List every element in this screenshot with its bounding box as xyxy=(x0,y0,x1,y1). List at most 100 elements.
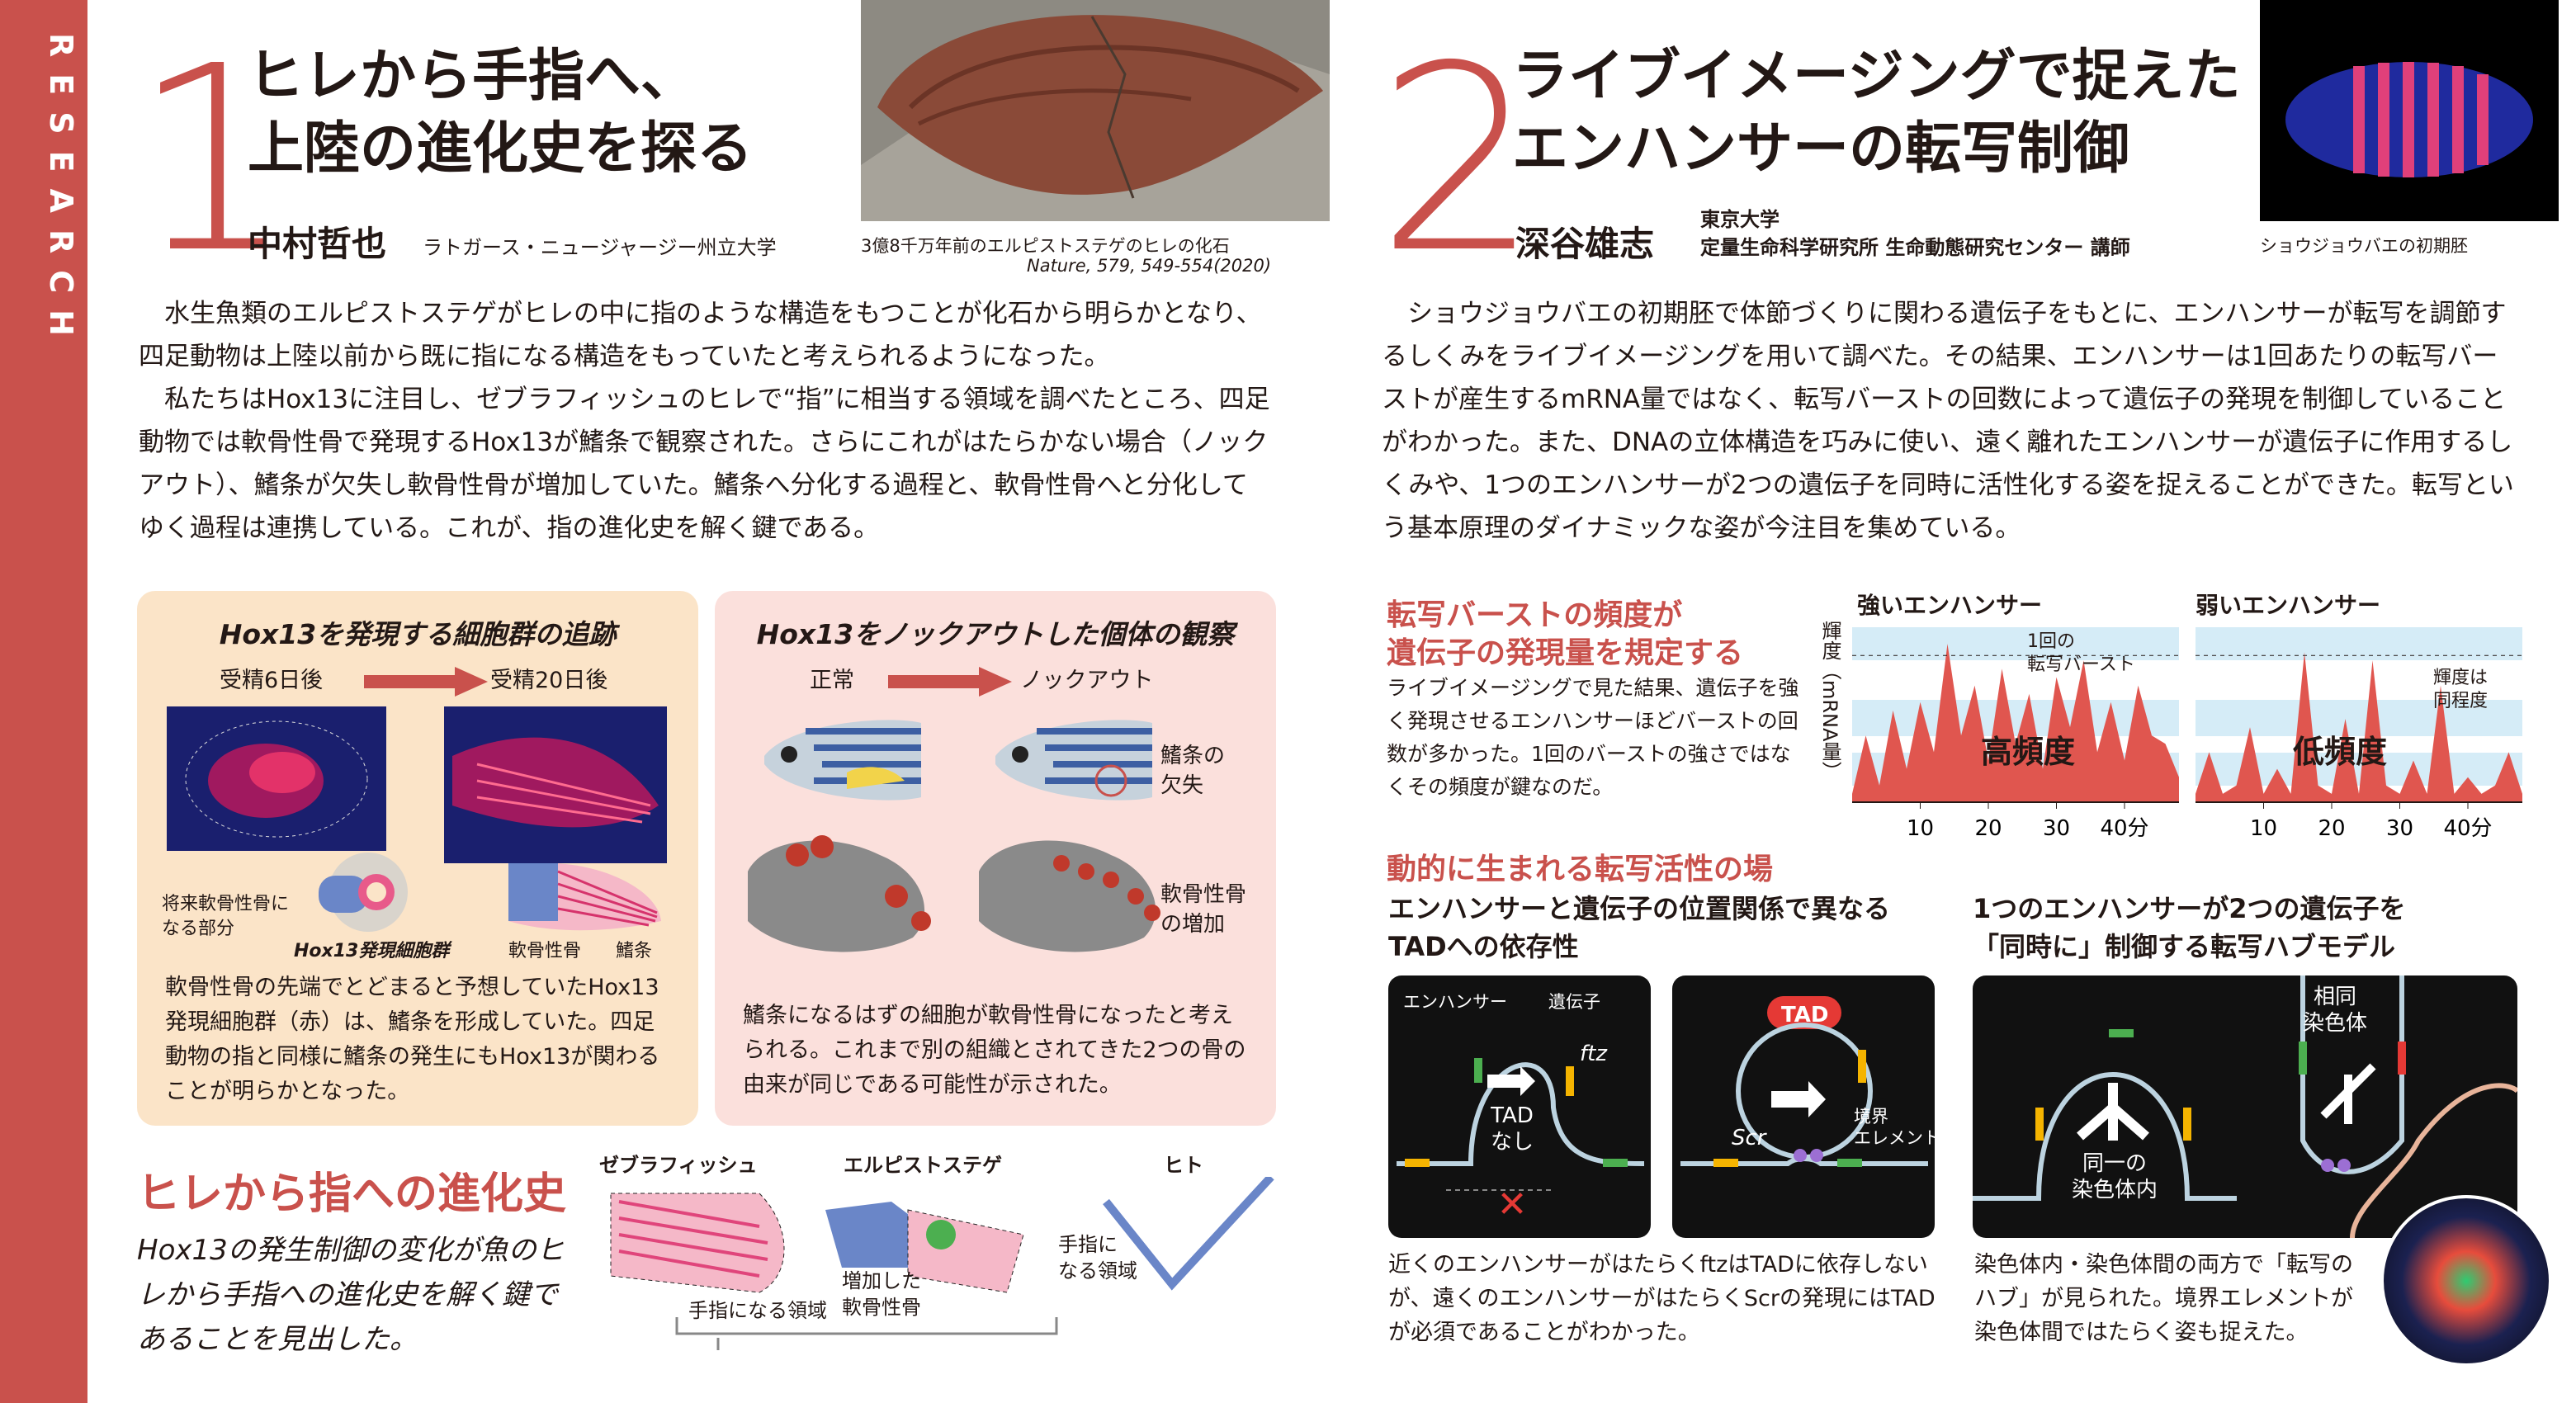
article1-paragraph-1: 水生魚類のエルピストステゲがヒレの中に指のような構造をもつことが化石から明らかと… xyxy=(139,299,1262,371)
article1-body: 水生魚類のエルピストステゲがヒレの中に指のような構造をもつことが化石から明らかと… xyxy=(139,292,1271,550)
label-cartilage-increase: 軟骨性骨 の増加 xyxy=(1160,882,1247,937)
annotation-low-frequency: 低頻度 xyxy=(2293,734,2388,770)
article1-number: 1 xyxy=(132,12,295,309)
burst-charts: 10 20 30 40分 10 20 30 40分 xyxy=(1852,627,2522,841)
label-tad-none: TAD なし xyxy=(1491,1103,1534,1155)
fluorescence-image-6days xyxy=(167,706,386,854)
article1-paragraph-2: 私たちはHox13に注目し、ゼブラフィッシュのヒレで“指”に相当する領域を調べた… xyxy=(139,385,1270,543)
x-tick-label: 20 xyxy=(2318,816,2345,841)
sidebar-label: RESEARCH xyxy=(43,33,79,352)
panel-b-caption: 鰭条になるはずの細胞が軟骨性骨になったと考えられる。これまで別の組織とされてきた… xyxy=(743,1003,1246,1098)
article2-title-line2: エンハンサーの転写制御 xyxy=(1512,116,2130,182)
evolution-text: Hox13の発生制御の変化が魚のヒレから手指への進化史を解く鍵であることを見出し… xyxy=(137,1234,565,1356)
chart-weak-title: 弱いエンハンサー xyxy=(2196,592,2381,619)
label-future-cartilage: 将来軟骨性骨に なる部分 xyxy=(162,894,290,939)
article2-title-line1: ライブイメージングで捉えた xyxy=(1512,44,2241,109)
label-finger-region: 手指になる領域 xyxy=(688,1299,827,1322)
evolution-heading: ヒレから指への進化史 xyxy=(137,1169,567,1219)
x-tick-label: 20 xyxy=(1974,816,2002,841)
fin-3d-knockout xyxy=(962,822,1177,966)
article2-paragraph: ショウジョウバエの初期胚で体節づくりに関わる遺伝子をもとに、エンハンサーが転写を… xyxy=(1382,299,2514,543)
embryo-caption: ショウジョウバエの初期胚 xyxy=(2260,236,2468,256)
chart-ylabel: 輝度（mRNA量） xyxy=(1818,621,1841,782)
section1-text: ライブイメージングで見た結果、遺伝子を強く発現させるエンハンサーほどバーストの回… xyxy=(1387,676,1799,799)
x-tick-label: 30 xyxy=(2386,816,2413,841)
microscopy-inset xyxy=(2380,1195,2552,1367)
stage-6days: 受精6日後 xyxy=(220,668,324,693)
sub1-line2: TADへの依存性 xyxy=(1388,931,1579,962)
fish-knockout-icon xyxy=(987,715,1152,809)
sub2-line1: 1つのエンハンサーが2つの遺伝子を xyxy=(1973,893,2406,924)
x-tick-label: 40分 xyxy=(2100,816,2148,841)
label-human: ヒト xyxy=(1164,1154,1203,1177)
chart-strong-enhancer: 10 20 30 40分 xyxy=(1852,627,2179,841)
arrow-icon xyxy=(888,667,1012,700)
x-tick-label: 10 xyxy=(1907,816,1934,841)
label-fin-ray-missing: 鰭条の 欠失 xyxy=(1160,744,1226,798)
section1-heading-line1: 転写バーストの頻度が xyxy=(1387,598,1683,632)
article1-author: 中村哲也 xyxy=(248,224,387,264)
label-elpistostege: エルピストステゲ xyxy=(844,1154,1002,1177)
panel-hox13-knockout: Hox13をノックアウトした個体の観察 正常 ノックアウト 鰭条の 欠失 軟骨性… xyxy=(715,591,1276,1126)
diagram-transcription-hub xyxy=(1973,975,2520,1239)
annotation-same-brightness: 輝度は 同程度 xyxy=(2433,668,2489,711)
fossil-caption: 3億8千万年前のエルピストステゲのヒレの化石 xyxy=(861,236,1230,256)
article2-affil-line1: 東京大学 xyxy=(1700,208,1780,231)
chart-band xyxy=(2196,627,2522,660)
annotation-one-burst: 1回の 転写バースト xyxy=(2027,631,2135,675)
label-increased-cartilage: 増加した 軟骨性骨 xyxy=(842,1269,921,1319)
fin-3d-normal xyxy=(731,822,946,966)
svg-text:✕: ✕ xyxy=(1497,1183,1528,1226)
burst-area-series xyxy=(1852,644,2179,802)
panel-hox13-tracking: Hox13を発現する細胞群の追跡 受精6日後 受精20日後 将来軟骨性骨に なる… xyxy=(137,591,698,1126)
article2-author: 深谷雄志 xyxy=(1515,224,1655,264)
fish-normal-icon xyxy=(756,715,921,809)
fossil-photo xyxy=(861,0,1330,221)
arrow-icon xyxy=(364,667,488,700)
caption-tad: 近くのエンハンサーがはたらくftzはTADに依存しないが、遠くのエンハンサーがは… xyxy=(1388,1252,1936,1345)
fluorescence-image-20days xyxy=(444,706,667,867)
label-tad: TAD xyxy=(1781,1003,1829,1027)
label-cartilage-bone: 軟骨性骨 xyxy=(508,941,582,961)
chart-weak-enhancer: 10 20 30 40分 xyxy=(2196,627,2522,841)
chart-band xyxy=(1852,700,2179,736)
label-zebrafish: ゼブラフィッシュ xyxy=(599,1154,758,1177)
x-tick-label: 10 xyxy=(2250,816,2277,841)
chart-strong-title: 強いエンハンサー xyxy=(1857,592,2043,619)
section2-heading: 動的に生まれる転写活性の場 xyxy=(1387,853,1774,886)
fossil-citation: Nature, 579, 549-554(2020) xyxy=(1027,256,1272,276)
label-homolog-chromosome: 相同 染色体 xyxy=(2303,985,2368,1036)
label-finger-region-2: 手指に なる領域 xyxy=(1058,1233,1137,1283)
x-tick-label: 40分 xyxy=(2443,816,2492,841)
diagram-ftz-no-tad: ✕ xyxy=(1388,975,1651,1238)
chart-band xyxy=(1852,627,2179,660)
panel-b-title: Hox13をノックアウトした個体の観察 xyxy=(756,618,1235,650)
burst-area-series xyxy=(2196,652,2522,802)
sidebar-band: RESEARCH xyxy=(0,0,87,1403)
label-ftz: ftz xyxy=(1580,1042,1607,1066)
label-scr: Scr xyxy=(1732,1126,1766,1150)
label-hox13-cells: Hox13発現細胞群 xyxy=(294,941,450,961)
section1-heading-line2: 遺伝子の発現量を規定する xyxy=(1387,636,1744,670)
label-boundary-element: 境界 エレメント xyxy=(1854,1107,1940,1148)
fin-diagram-20days xyxy=(508,855,665,941)
article2-body: ショウジョウバエの初期胚で体節づくりに関わる遺伝子をもとに、エンハンサーが転写を… xyxy=(1382,292,2521,550)
panel-a-title: Hox13を発現する細胞群の追跡 xyxy=(219,618,617,650)
label-same-chromosome: 同一の 染色体内 xyxy=(2072,1151,2158,1202)
label-fin-ray: 鰭条 xyxy=(616,941,653,961)
article2-affil-line2: 定量生命科学研究所 生命動態研究センター 講師 xyxy=(1700,236,2130,259)
article2-number: 2 xyxy=(1377,12,1540,309)
article1-title-line2: 上陸の進化史を探る xyxy=(248,116,754,182)
sub1-line1: エンハンサーと遺伝子の位置関係で異なる xyxy=(1388,893,1891,924)
caption-hub: 染色体内・染色体間の両方で「転写のハブ」が見られた。境界エレメントが染色体間では… xyxy=(1974,1252,2353,1345)
article1-title-line1: ヒレから手指へ、 xyxy=(248,44,697,109)
article1-affiliation: ラトガース・ニュージャージー州立大学 xyxy=(423,236,777,259)
embryo-photo xyxy=(2260,0,2559,221)
stage-20days: 受精20日後 xyxy=(490,668,608,693)
label-gene: 遺伝子 xyxy=(1548,992,1600,1012)
label-knockout: ノックアウト xyxy=(1020,668,1154,693)
x-tick-label: 30 xyxy=(2043,816,2070,841)
evolution-diagram xyxy=(594,1174,1304,1362)
label-enhancer: エンハンサー xyxy=(1403,992,1507,1012)
panel-a-caption: 軟骨性骨の先端でとどまると予想していたHox13発現細胞群（赤）は、鰭条を形成し… xyxy=(165,975,660,1104)
